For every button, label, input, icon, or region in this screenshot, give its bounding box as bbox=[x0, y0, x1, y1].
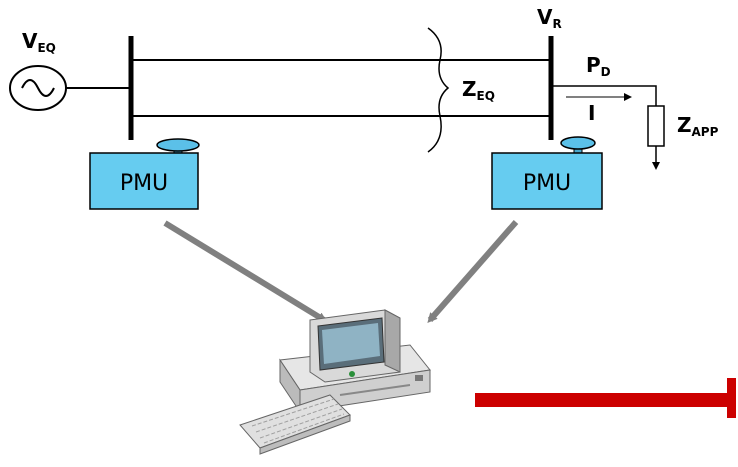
pmu-left-label: PMU bbox=[120, 171, 168, 196]
z-eq-brace bbox=[427, 27, 450, 153]
z-eq-label: ZEQ bbox=[462, 77, 495, 103]
z-app-label: ZAPP bbox=[677, 113, 719, 139]
pmu-left-box bbox=[89, 152, 199, 210]
pmu-right-antenna-icon bbox=[560, 136, 596, 150]
pmu-left-antenna-icon bbox=[156, 138, 200, 152]
pmu-left: PMU bbox=[89, 138, 200, 210]
current-label: I bbox=[588, 101, 595, 125]
pmu-right-data-arrow bbox=[427, 220, 519, 324]
v-r-label: VR bbox=[537, 5, 562, 31]
v-eq-label: VEQ bbox=[22, 29, 56, 55]
pmu-right-label: PMU bbox=[523, 171, 571, 196]
desktop-computer-icon bbox=[239, 309, 431, 455]
ac-source-icon bbox=[9, 65, 67, 111]
pmu-left-data-arrow bbox=[163, 220, 328, 323]
load-impedance bbox=[647, 105, 665, 147]
output-arrow bbox=[475, 378, 736, 418]
load-feeder-line bbox=[551, 85, 657, 106]
p-d-label: PD bbox=[586, 53, 611, 79]
pmu-right: PMU bbox=[491, 136, 603, 210]
pmu-right-box bbox=[491, 152, 603, 210]
